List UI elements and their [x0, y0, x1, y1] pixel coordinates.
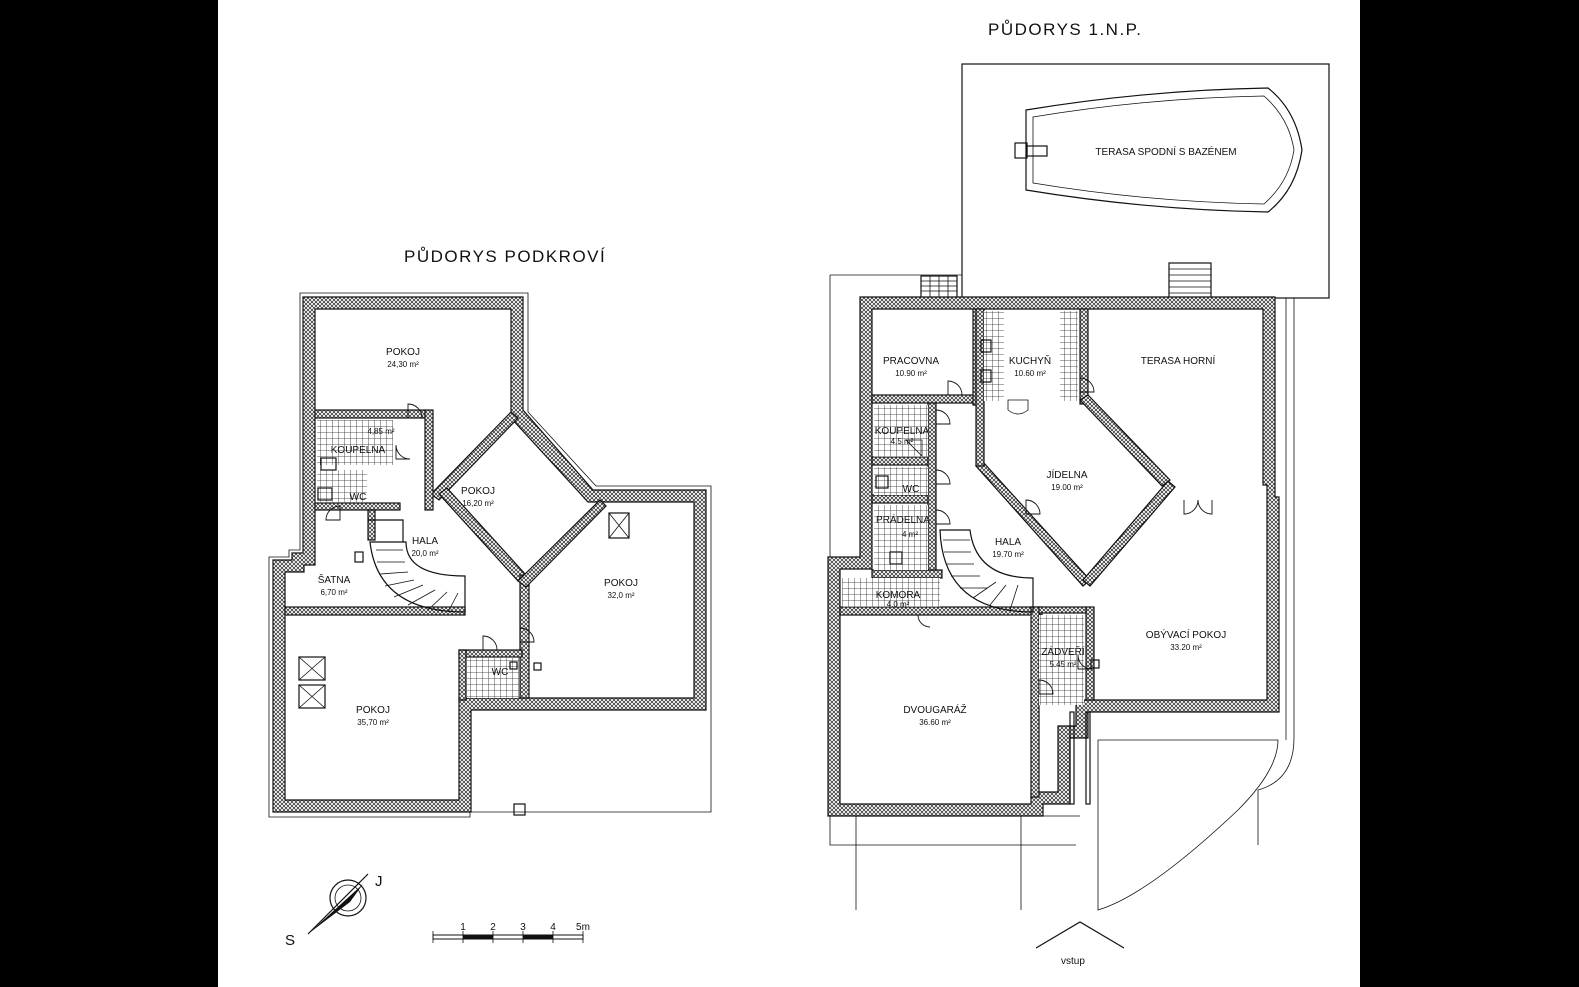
attic-room-area: 4,85 m² [367, 427, 394, 436]
scale-tick-label: 2 [490, 922, 496, 933]
ground-room-name: DVOUGARÁŽ [903, 703, 966, 716]
ground-room-area: 19.00 m² [1051, 483, 1083, 492]
attic-plan-title: PŮDORYS PODKROVÍ [404, 247, 606, 266]
attic-stair [369, 541, 466, 613]
ground-room-name: WC [903, 484, 920, 495]
ground-room-name: PRACOVNA [883, 356, 939, 367]
ground-room-area: 5.45 m² [1049, 660, 1076, 669]
attic-room-area: 24,30 m² [387, 360, 419, 369]
ground-bathroom-tiles [874, 405, 928, 457]
ground-room-name: TERASA HORNÍ [1141, 354, 1216, 367]
attic-room-name: HALA [412, 536, 438, 547]
scale-tick-label: 4 [550, 922, 556, 933]
compass-north-label: J [375, 873, 383, 890]
ground-room-name: KOUPELNA [875, 426, 930, 437]
attic-room-area: 16,20 m² [462, 499, 494, 508]
attic-room-name: KOUPELNA [331, 445, 386, 456]
ground-room-name: ZÁDVEŘÍ [1041, 645, 1085, 658]
attic-room-area: 35,70 m² [357, 718, 389, 727]
ground-room-name: KUCHYŇ [1009, 354, 1051, 367]
compass-south-label: S [285, 932, 295, 949]
floor-plans: PŮDORYS PODKROVÍ PŮDORYS 1.N.P. [268, 20, 1330, 967]
ground-stair [939, 529, 1034, 613]
pool [1025, 87, 1303, 213]
ground-room-name: OBÝVACÍ POKOJ [1146, 628, 1226, 641]
ground-room-area: 19.70 m² [992, 550, 1024, 559]
ground-room-name: HALA [995, 537, 1021, 548]
attic-room-name: ŠATNA [318, 573, 351, 586]
attic-plan: POKOJ 24,30 m² 4,85 m² KOUPELNA WC POKOJ… [268, 292, 712, 818]
scale-tick-label: 3 [520, 922, 526, 933]
ground-plan-title: PŮDORYS 1.N.P. [988, 20, 1143, 39]
ground-room-area: 4 m² [902, 530, 918, 539]
scale-tick-label: 5m [576, 922, 590, 933]
attic-room-name: POKOJ [604, 578, 638, 589]
scale-bar: 1 2 3 4 5m [432, 922, 590, 943]
compass-icon: S J [285, 873, 383, 949]
ground-room-area: 10.60 m² [1014, 369, 1046, 378]
attic-room-name: WC [492, 667, 509, 678]
ground-room-name: KOMORA [876, 590, 921, 601]
scale-tick-label: 1 [460, 922, 466, 933]
attic-room-area: 6,70 m² [320, 588, 347, 597]
attic-room-area: 32,0 m² [607, 591, 634, 600]
attic-room-name: POKOJ [461, 486, 495, 497]
ground-room-area: 4.5 m² [891, 437, 914, 446]
ground-room-name: PRÁDELNA [876, 513, 930, 526]
ground-room-name: JÍDELNA [1046, 468, 1087, 481]
ground-room-area: 4.0 m² [887, 600, 910, 609]
entrance-label: vstup [1061, 956, 1085, 967]
skylight-icon [298, 512, 630, 709]
attic-room-area: 20,0 m² [411, 549, 438, 558]
lower-terrace [961, 63, 1330, 299]
attic-room-name: WC [350, 492, 367, 503]
entrance-arrow-icon [1035, 921, 1125, 949]
attic-room-name: POKOJ [386, 347, 420, 358]
ground-room-area: 33.20 m² [1170, 643, 1202, 652]
ground-room-area: 10.90 m² [895, 369, 927, 378]
ground-plan: TERASA SPODNÍ S BAZÉNEM PRACOVNA 10.90 m… [827, 63, 1330, 967]
ground-room-name: TERASA SPODNÍ S BAZÉNEM [1095, 145, 1236, 158]
ground-room-area: 36.60 m² [919, 718, 951, 727]
terrace-steps [920, 262, 1212, 299]
attic-room-name: POKOJ [356, 705, 390, 716]
drawing-sheet: PŮDORYS PODKROVÍ PŮDORYS 1.N.P. [218, 0, 1360, 987]
